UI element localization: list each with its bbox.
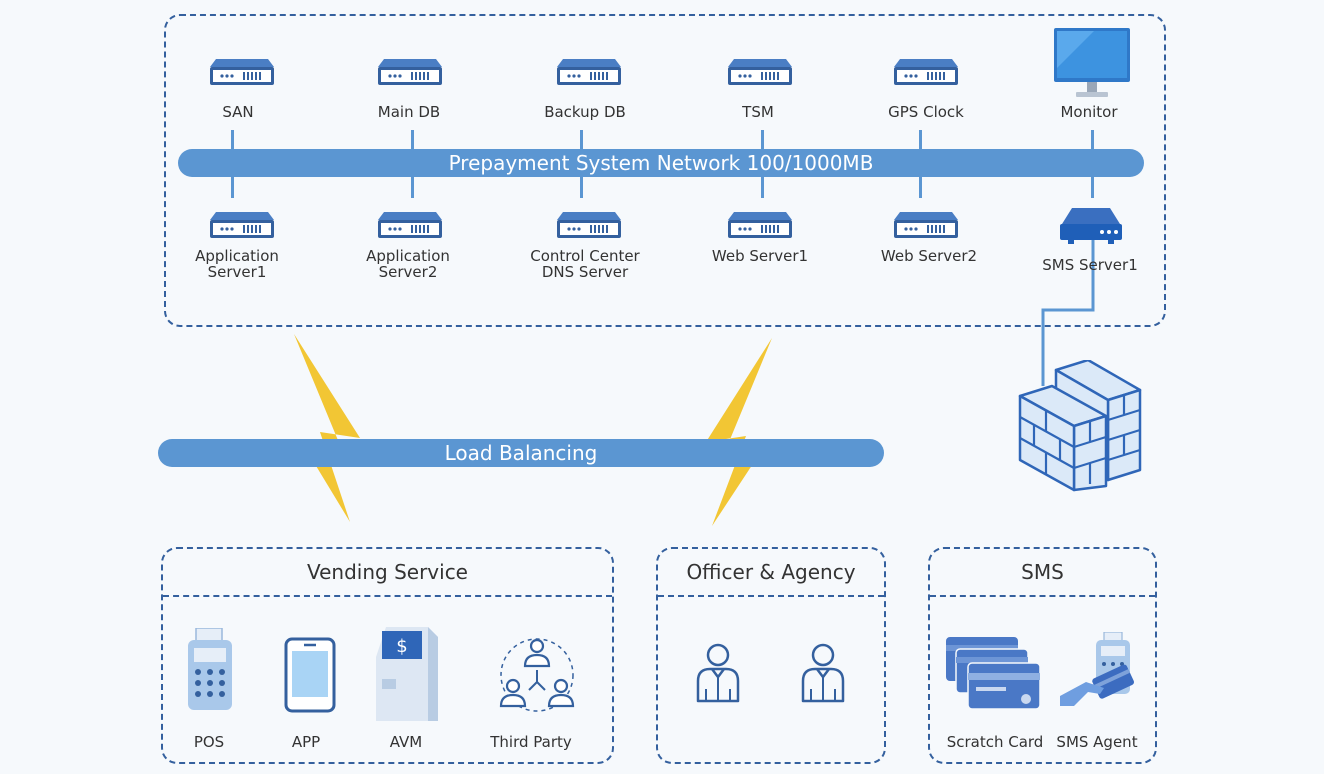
network-bus-label: Prepayment System Network 100/1000MB: [448, 151, 874, 175]
vending-label-avm: AVM: [389, 733, 423, 751]
sms-label-sms-agent: SMS Agent: [1056, 733, 1138, 751]
load-balancing-bar: Load Balancing: [158, 439, 884, 467]
vending-machine-icon: $: [376, 627, 438, 721]
server-icon: [557, 59, 621, 85]
person-icon: [801, 643, 845, 703]
server-icon: [728, 212, 792, 238]
network-bus-bar: Prepayment System Network 100/1000MB: [178, 149, 1144, 177]
node-label-gps-clock: GPS Clock: [888, 103, 964, 121]
node-label-web-server1: Web Server1: [700, 248, 820, 264]
server-icon: [728, 59, 792, 85]
vending-label-third-party: Third Party: [490, 733, 572, 751]
node-label-backup-db: Backup DB: [544, 103, 626, 121]
node-label-line: Web Server1: [711, 247, 809, 265]
node-label-app-server2: Application Server2: [353, 248, 463, 280]
node-label-app-server1: Application Server1: [182, 248, 292, 280]
firewall-icon: [1018, 360, 1142, 492]
sms-label-scratch-card: Scratch Card: [946, 733, 1044, 751]
server-icon: [894, 212, 958, 238]
third-party-network-icon: [499, 638, 575, 712]
node-label-web-server2: Web Server2: [869, 248, 989, 264]
node-label-line: Server1: [207, 263, 267, 281]
node-label-line: Control Center: [530, 247, 640, 265]
server-icon: [378, 212, 442, 238]
sms-agent-icon: [1060, 632, 1135, 706]
server-icon: [210, 59, 274, 85]
network-zone: [164, 14, 1166, 327]
node-label-monitor: Monitor: [1060, 103, 1118, 121]
sms-server-icon: [1060, 208, 1122, 244]
officer-agency-box: Officer & Agency: [656, 547, 886, 764]
load-balancing-label: Load Balancing: [444, 441, 598, 465]
officer-agency-title: Officer & Agency: [658, 549, 884, 597]
node-label-line: Application: [195, 247, 279, 265]
person-icon: [696, 643, 740, 703]
vending-label-pos: POS: [193, 733, 225, 751]
node-label-line: Server2: [378, 263, 438, 281]
lightning-icon: [706, 338, 772, 526]
monitor-icon: [1054, 28, 1130, 97]
lightning-icon: [294, 334, 360, 522]
node-label-main-db: Main DB: [377, 103, 441, 121]
server-icon: [894, 59, 958, 85]
node-label-line: Web Server2: [880, 247, 978, 265]
vending-label-app: APP: [291, 733, 321, 751]
scratch-card-icon: [946, 637, 1041, 710]
server-icon: [557, 212, 621, 238]
node-label-tsm: TSM: [742, 103, 774, 121]
node-label-sms-server1: SMS Server1: [1030, 257, 1150, 273]
mobile-phone-icon: [284, 637, 336, 713]
node-label-control-center: Control Center DNS Server: [520, 248, 650, 280]
server-icon: [378, 59, 442, 85]
vending-service-box: Vending Service: [161, 547, 614, 764]
node-label-san: SAN: [222, 103, 254, 121]
sms-title: SMS: [930, 549, 1155, 597]
server-icon: [210, 212, 274, 238]
sms-box: SMS: [928, 547, 1157, 764]
node-label-line: DNS Server: [541, 263, 629, 281]
svg-text:$: $: [396, 636, 407, 657]
pos-terminal-icon: [188, 628, 232, 710]
node-label-line: SMS Server1: [1042, 256, 1138, 274]
vending-service-title: Vending Service: [163, 549, 612, 597]
node-label-line: Application: [366, 247, 450, 265]
